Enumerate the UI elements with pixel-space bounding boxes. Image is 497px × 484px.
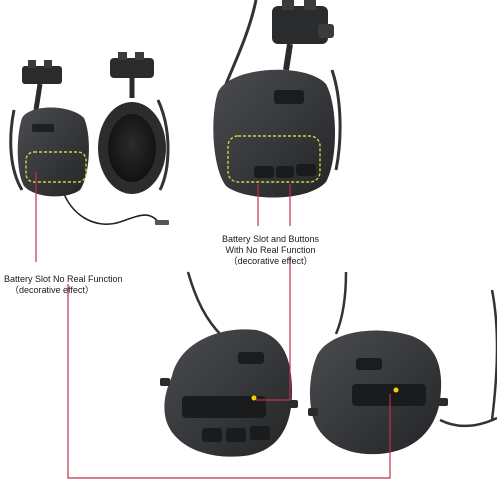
annotation-battery-buttons: Battery Slot and Buttons With No Real Fu…	[222, 234, 319, 267]
headset-left-pair	[9, 52, 170, 225]
annotation-line: （decorative effect）	[228, 256, 313, 266]
callout-lines	[35, 172, 391, 479]
fake-button	[226, 428, 246, 442]
annotation-line: Battery Slot No Real Function	[4, 274, 123, 284]
rail-adapter-left	[22, 66, 62, 84]
indicator-led	[393, 387, 399, 393]
fake-button	[276, 166, 294, 178]
rail-adapter-top	[272, 6, 328, 44]
audio-jack	[155, 220, 169, 225]
callout-bottom-branch	[256, 256, 291, 401]
headset-top-right	[213, 0, 342, 198]
battery-slot-outline-top	[227, 135, 321, 183]
fake-button	[250, 426, 270, 440]
annotation-battery-slot: Battery Slot No Real Function （decorativ…	[4, 274, 123, 296]
annotation-line: （decorative effect）	[10, 285, 94, 295]
indicator-led	[251, 395, 257, 401]
battery-slot-outline-left	[25, 151, 87, 183]
fake-button	[202, 428, 222, 442]
callout-bottom	[67, 284, 391, 479]
ear-cup-outer-left	[17, 107, 89, 197]
audio-cable	[61, 187, 161, 225]
headset-bottom-pair	[160, 271, 497, 457]
fake-button	[254, 166, 274, 178]
annotation-line: Battery Slot and Buttons	[222, 234, 320, 244]
rail-adapter-right	[110, 58, 154, 78]
fake-button	[296, 164, 316, 176]
ear-cup-outer-top-right	[213, 69, 335, 198]
annotation-line: With No Real Function	[225, 245, 316, 255]
